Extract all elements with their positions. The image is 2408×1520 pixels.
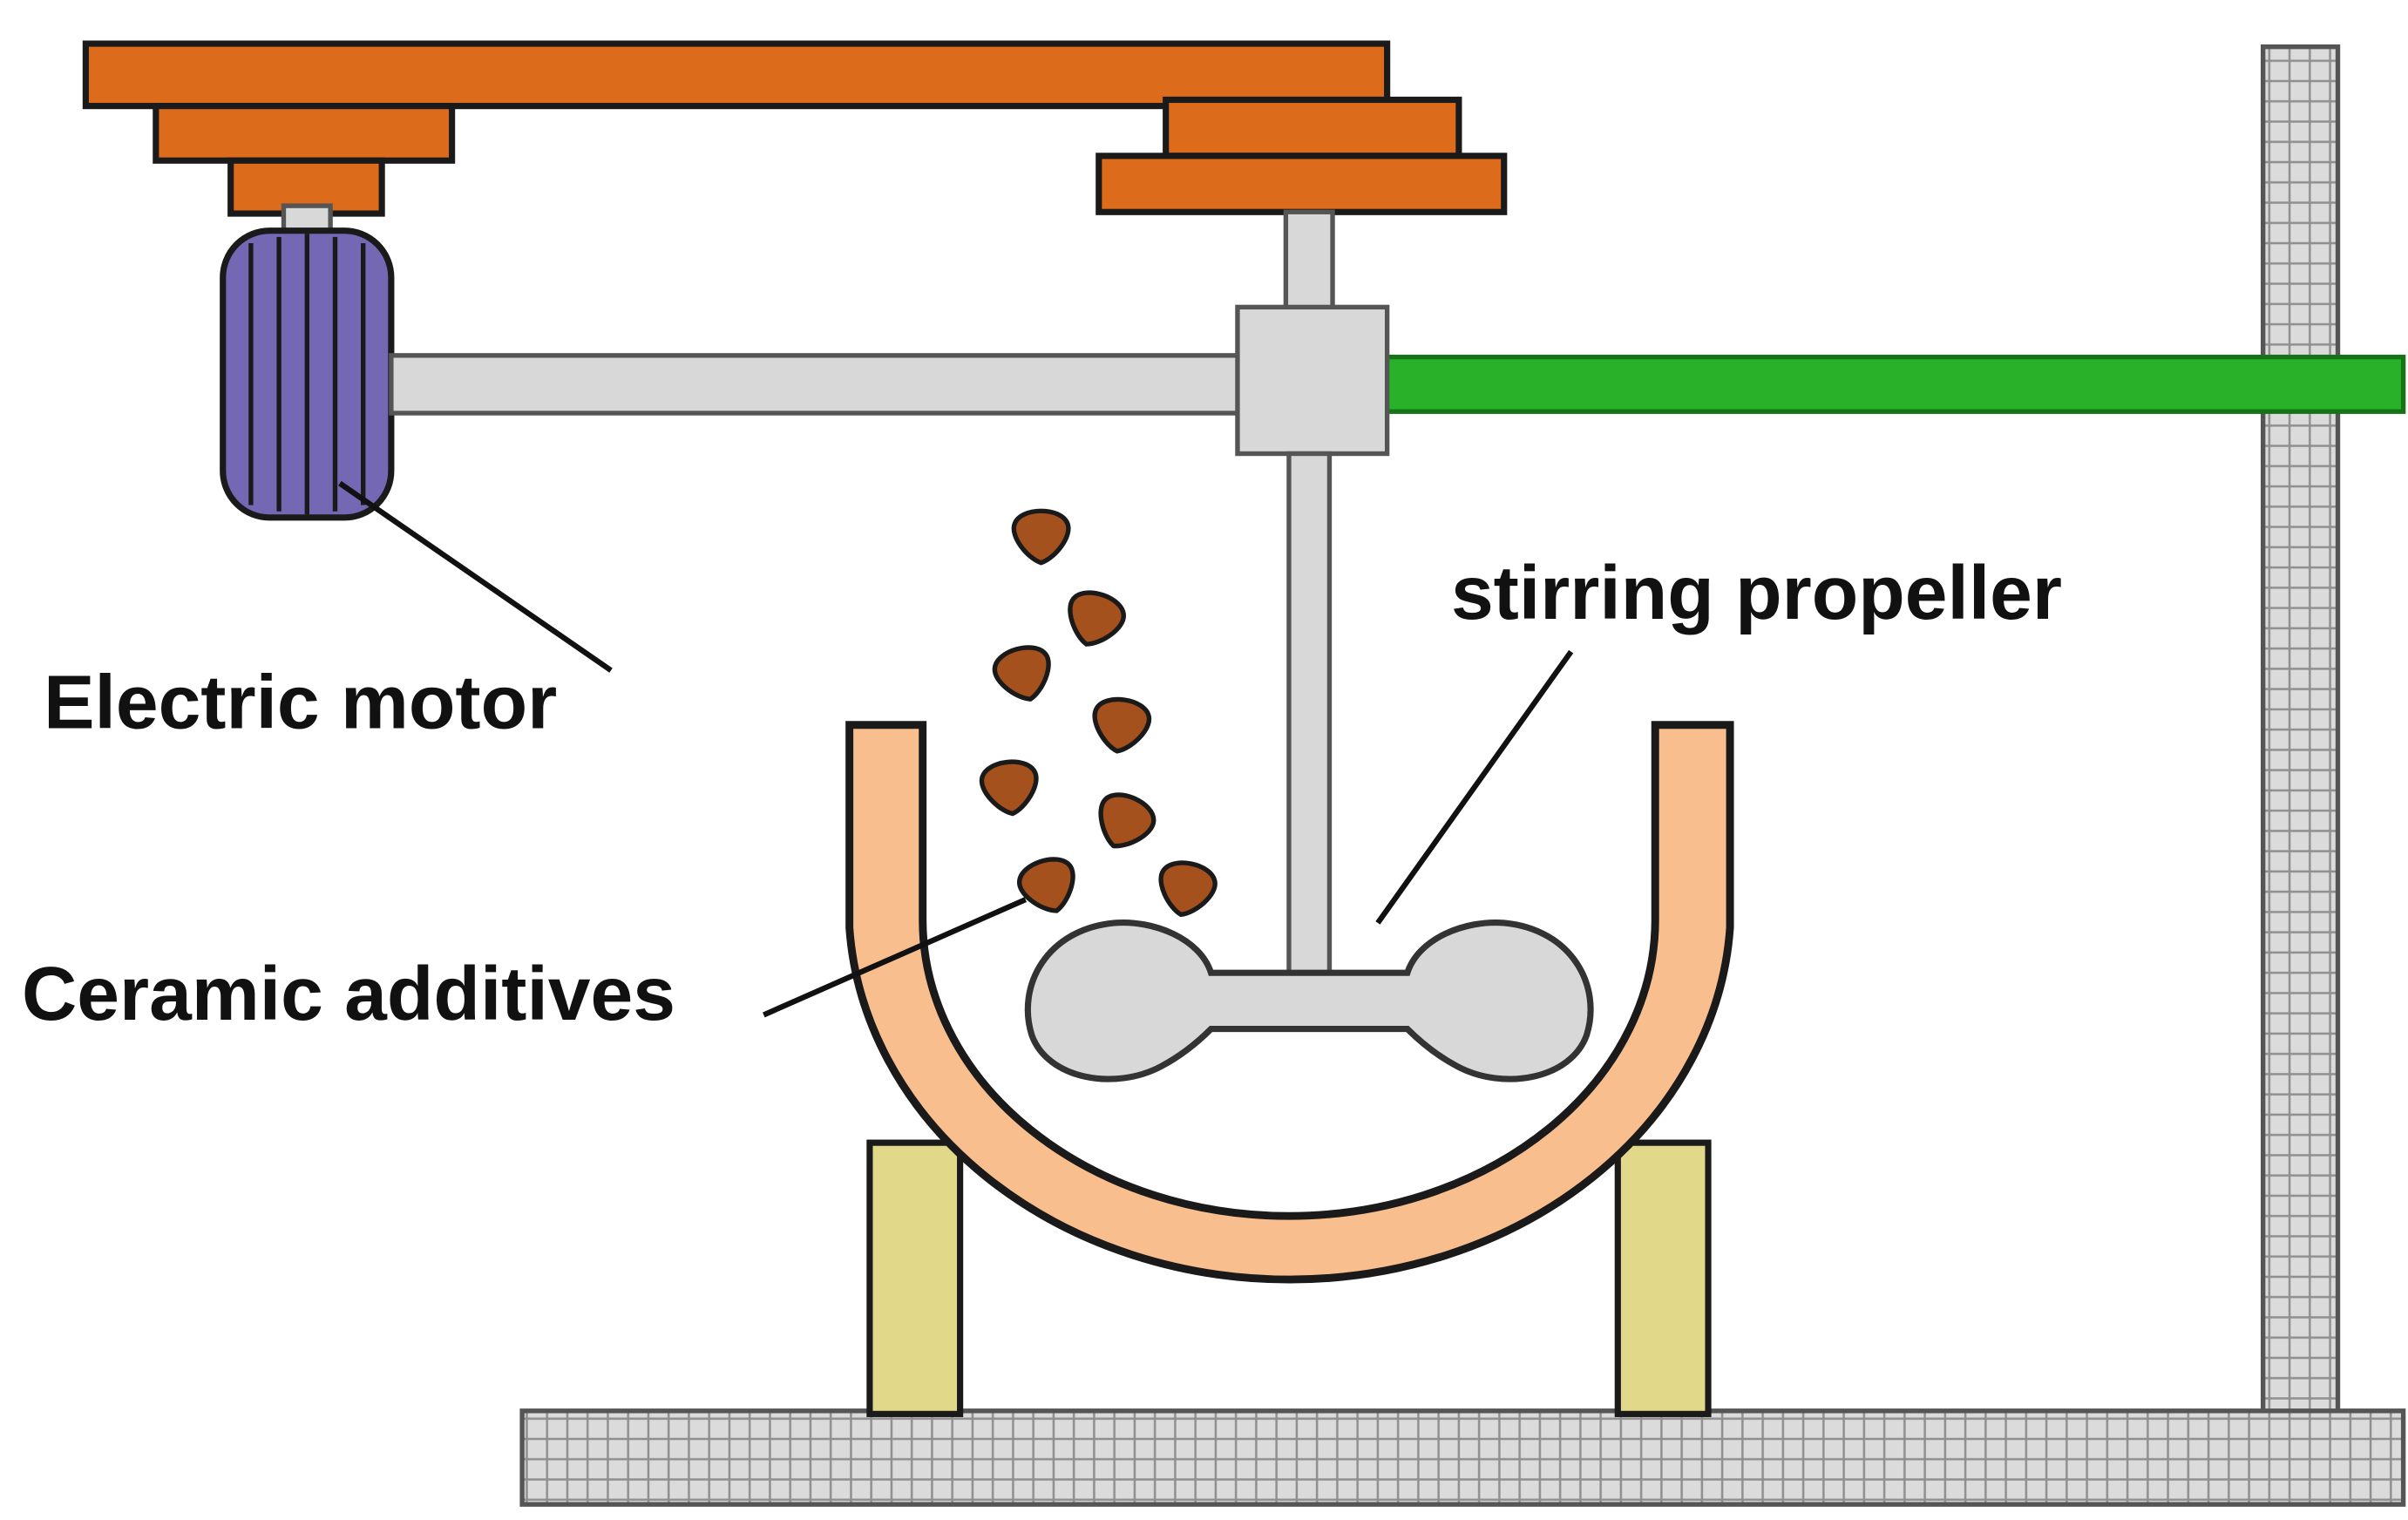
ceramic-additive [1154,858,1218,920]
mixing-bowl [845,721,1734,1284]
motor-fins [248,234,366,515]
stirring-propeller-label: stirring propeller [1451,550,2062,635]
stirrer-mount-upper [1163,96,1462,159]
ceramic-additive [1014,853,1082,919]
horizontal-drive-shaft [389,353,1244,416]
ceramic-additives-group [980,511,1218,920]
top-beam [82,40,1391,110]
gearbox-junction [1235,304,1390,457]
ceramic-additive [1089,788,1159,858]
green-drive-bar [1381,354,2406,414]
overhead-support-center [1095,96,1508,215]
crucible-legs [866,1139,1712,1417]
stirrer-shaft [1286,451,1333,1018]
support-column [2261,44,2341,1417]
left-leg [866,1139,964,1417]
overhead-support-left [82,40,1391,217]
stirrer-mount-lower [1095,153,1508,215]
ceramic-additive [980,759,1039,817]
ceramic-additive [1014,511,1068,562]
motor-leader-line [338,480,613,673]
ceramic-additive [1061,587,1129,653]
propeller-leader-line [1375,649,1574,925]
ceramic-additive [1090,696,1151,756]
additives-leader-line [763,897,1027,1018]
ceramic-additives-label: Ceramic additives [22,951,675,1036]
leader-lines [338,480,1574,1018]
electric-motor [220,203,395,521]
electric-motor-label: Electric motor [44,659,557,744]
right-leg [1614,1139,1712,1417]
stirring-propeller [1024,919,1594,1082]
upper-shaft [1283,209,1335,315]
ceramic-additive [991,642,1057,707]
floor [519,1408,2406,1507]
motor-mount-upper [153,103,456,164]
